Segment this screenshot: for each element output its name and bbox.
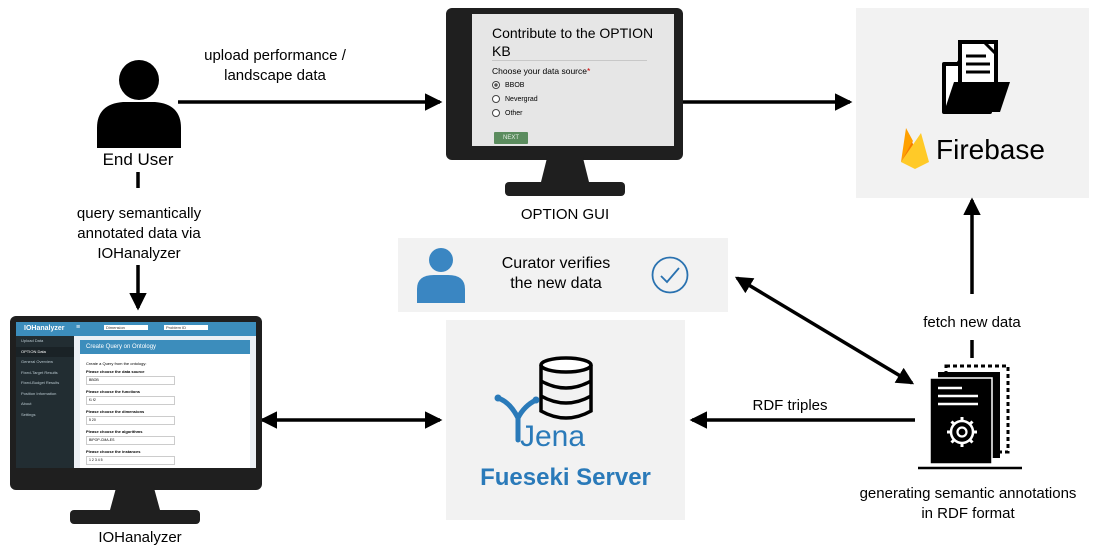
fuseki-panel bbox=[446, 320, 685, 520]
ioh-card-intro: Create a Query from the ontology: bbox=[86, 361, 147, 366]
rdf-document-stack-icon bbox=[918, 364, 1022, 470]
instances-input[interactable]: 1 2 3 4 5 bbox=[86, 456, 175, 465]
check-circle-icon bbox=[651, 256, 689, 294]
folder-document-icon bbox=[942, 40, 1010, 114]
rdf-edge-label: RDF triples bbox=[752, 397, 828, 414]
radio-icon[interactable] bbox=[492, 109, 500, 117]
ioh-query-card: Create Query on Ontology Create a Query … bbox=[80, 340, 250, 468]
data-source-select[interactable]: BBOB bbox=[86, 376, 175, 385]
curator-person-icon bbox=[417, 248, 465, 303]
sidebar-item-overview[interactable]: General Overview bbox=[21, 359, 54, 364]
curator-label: Curator verifies the new data bbox=[501, 255, 611, 292]
option-form-divider bbox=[492, 60, 647, 61]
functions-input[interactable]: f1 f2 bbox=[86, 396, 175, 405]
upload-edge-label: upload performance / landscape data bbox=[204, 47, 346, 84]
option-form-title: Contribute to the OPTION KB bbox=[492, 25, 654, 59]
option-form-radios: BBOB Nevergrad Other bbox=[492, 78, 538, 120]
option-gui-label: OPTION GUI bbox=[520, 206, 610, 223]
radio-option-bbob[interactable]: BBOB bbox=[492, 78, 538, 92]
sidebar-item-settings[interactable]: Settings bbox=[21, 411, 36, 417]
field-label: Please choose the instances bbox=[86, 449, 141, 454]
radio-icon[interactable] bbox=[492, 81, 500, 89]
arrow-curator-generator bbox=[734, 276, 915, 385]
end-user-label: End User bbox=[102, 150, 174, 169]
sidebar-item-fixed-budget[interactable]: Fixed-Budget Results bbox=[21, 380, 60, 385]
ioh-sidebar: Upload Data OPTION Data General Overview… bbox=[16, 336, 74, 468]
query-edge-label: query semantically annotated data via IO… bbox=[76, 205, 202, 262]
radio-label: Nevergrad bbox=[505, 95, 538, 103]
fuseki-label: Fueseki Server bbox=[480, 464, 651, 491]
end-user-icon bbox=[97, 60, 181, 148]
option-gui-stand bbox=[505, 158, 625, 196]
field-label: Please choose the dimensions bbox=[86, 409, 145, 414]
fetch-edge-label: fetch new data bbox=[923, 314, 1021, 331]
option-form-question-text: Choose your data source bbox=[492, 66, 587, 76]
menu-icon[interactable]: ≡ bbox=[76, 324, 81, 331]
generator-label: generating semantic annotations in RDF f… bbox=[859, 485, 1077, 522]
radio-option-nevergrad[interactable]: Nevergrad bbox=[492, 92, 538, 106]
radio-icon[interactable] bbox=[492, 95, 500, 103]
next-button[interactable]: NEXT bbox=[494, 132, 528, 144]
sidebar-item-upload[interactable]: Upload Data bbox=[21, 338, 44, 343]
field-label: Please choose the data source bbox=[86, 369, 145, 374]
sidebar-item-position[interactable]: Position Information bbox=[21, 390, 57, 396]
iohanalyzer-stand bbox=[70, 488, 200, 524]
ioh-screen: IOHanalyzer ≡ Dimension Problem ID Uploa… bbox=[16, 322, 256, 468]
firebase-label: Firebase bbox=[936, 134, 1045, 165]
field-label: Please choose the functions bbox=[86, 389, 141, 394]
ioh-select-2[interactable]: Problem ID bbox=[164, 325, 208, 330]
sidebar-item-about[interactable]: About bbox=[21, 401, 32, 406]
iohanalyzer-label: IOHanalyzer bbox=[98, 529, 182, 546]
firebase-flame-icon bbox=[901, 128, 929, 169]
jena-logo-text: Jena bbox=[520, 420, 586, 453]
required-mark: * bbox=[586, 66, 591, 76]
field-label: Please choose the algorithms bbox=[86, 429, 143, 434]
ioh-card-title: Create Query on Ontology bbox=[80, 340, 250, 354]
sidebar-item-option-data[interactable]: OPTION Data bbox=[16, 346, 74, 357]
dimensions-input[interactable]: 5 20 bbox=[86, 416, 175, 425]
radio-option-other[interactable]: Other bbox=[492, 106, 538, 120]
database-icon bbox=[539, 356, 593, 420]
option-form: Contribute to the OPTION KB Choose your … bbox=[472, 14, 674, 146]
ioh-select-1[interactable]: Dimension bbox=[104, 325, 148, 330]
radio-label: Other bbox=[505, 109, 523, 117]
sidebar-item-fixed-target[interactable]: Fixed-Target Results bbox=[21, 369, 58, 375]
ioh-brand: IOHanalyzer bbox=[24, 325, 65, 332]
ioh-topbar: IOHanalyzer ≡ Dimension Problem ID bbox=[16, 322, 256, 336]
option-form-question: Choose your data source* bbox=[492, 66, 590, 76]
radio-label: BBOB bbox=[505, 81, 525, 89]
algorithms-input[interactable]: BIPOP-CMA-ES bbox=[86, 436, 175, 445]
jena-feather-icon bbox=[494, 394, 540, 443]
